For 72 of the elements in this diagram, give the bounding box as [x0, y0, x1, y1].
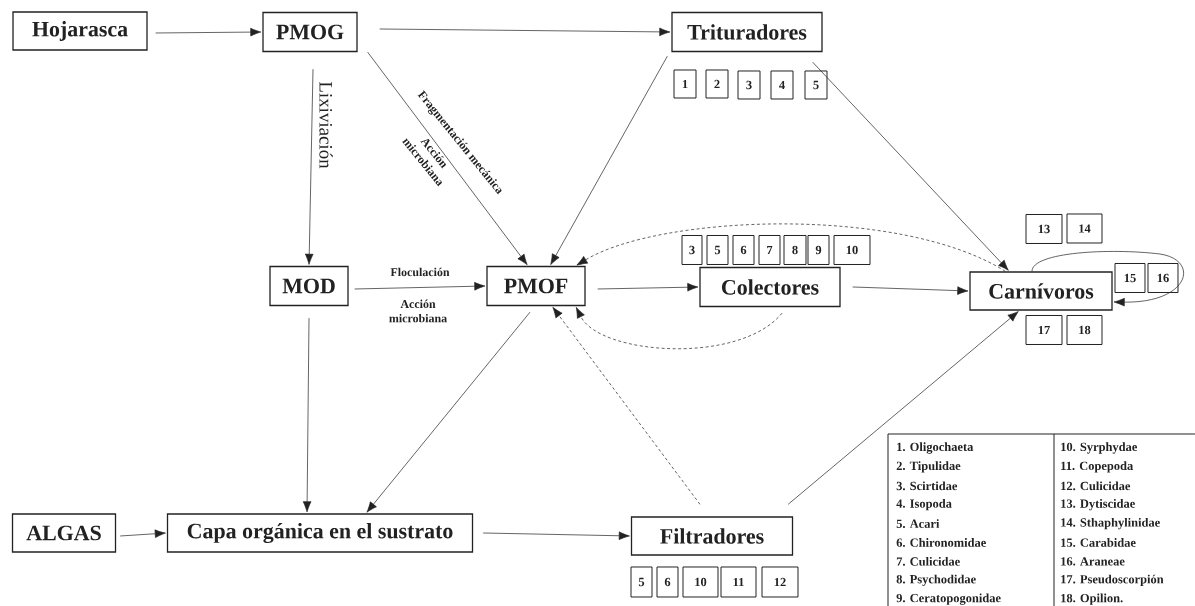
species-entry: 11. Copepoda [1061, 461, 1133, 473]
number-box: 4 [770, 70, 794, 100]
species-entry: 12. Culicidae [1061, 481, 1131, 491]
dashed-arrow [575, 307, 783, 350]
number-box: 14 [1066, 213, 1103, 244]
number-box: 11 [720, 566, 757, 598]
arrow [482, 531, 630, 540]
number-box: 2 [705, 69, 729, 99]
arrow [302, 317, 312, 513]
number-box: 5 [804, 70, 828, 100]
arrow [119, 529, 166, 538]
arrow [787, 311, 1019, 505]
number-box: 15 [1114, 263, 1146, 293]
number-box: 9 [807, 235, 830, 265]
arrow [354, 282, 486, 291]
number-box: 12 [761, 566, 799, 598]
arrow [379, 27, 671, 37]
species-entry: 4. Isopoda [896, 499, 952, 511]
dashed-arrow [552, 306, 701, 505]
arrow [155, 27, 262, 37]
process-box: PMOG [262, 11, 358, 53]
arrow [597, 282, 699, 292]
number-box: 5 [706, 235, 729, 265]
dashed-arrow [576, 223, 1006, 272]
number-box: 10 [682, 566, 719, 598]
process-box: Trituradores [671, 11, 823, 53]
species-entry: 7. Culicidae [896, 557, 960, 566]
number-box: 8 [783, 235, 807, 265]
species-entry: 2. Tipulidae [896, 461, 961, 473]
process-box: PMOF [486, 265, 586, 307]
process-box: Hojarasca [12, 11, 148, 51]
number-box: 16 [1147, 263, 1179, 293]
number-box: 3 [681, 235, 703, 265]
species-entry: 5. Acari [896, 519, 940, 528]
species-entry: 13. Dytiscidae [1061, 499, 1135, 511]
number-box: 5 [630, 566, 653, 598]
species-entry: 9. Ceratopogonidae [896, 593, 1001, 605]
process-label: Acción microbiana [389, 299, 447, 323]
number-box: 13 [1025, 214, 1063, 244]
arrow [366, 311, 531, 513]
edge-label: Lixiviación [318, 80, 334, 170]
arrow [852, 286, 969, 295]
arrow [812, 61, 1009, 271]
species-entry: 10. Syrphydae [1061, 442, 1137, 454]
species-entry: 14. Sthaphylinidae [1061, 517, 1160, 530]
process-box: ALGAS [11, 513, 117, 553]
species-entry: 16. Araneae [1061, 557, 1125, 566]
number-box: 18 [1066, 315, 1103, 345]
species-entry: 15. Carabidae [1061, 538, 1136, 547]
edge-label: Floculación [389, 266, 451, 278]
number-box: 3 [737, 70, 761, 100]
number-box: 1 [673, 69, 697, 99]
process-box: Capa orgánica en el sustrato [166, 513, 474, 553]
species-entry: 8. Psychodidae [896, 574, 976, 586]
process-box: MOD [269, 265, 349, 307]
process-box: Colectores [699, 266, 841, 308]
arrow [550, 55, 668, 265]
arrow [367, 51, 528, 266]
number-box: 6 [732, 235, 755, 265]
process-box: Filtradores [630, 516, 794, 556]
arrow [305, 68, 314, 265]
loop-arrow [1031, 251, 1184, 307]
species-entry: 6. Chironomidae [896, 538, 986, 547]
species-entry: 17. Pseudoscorpión [1061, 574, 1164, 586]
species-entry: 3. Scirtidae [896, 481, 958, 491]
number-box: 17 [1025, 315, 1063, 345]
number-box: 6 [656, 566, 679, 598]
species-entry: 18. Opilion. [1061, 593, 1123, 605]
process-box: Carnívoros [969, 271, 1113, 311]
species-entry: 1. Oligochaeta [897, 442, 974, 454]
number-box: 10 [833, 235, 871, 265]
number-box: 7 [758, 235, 781, 265]
